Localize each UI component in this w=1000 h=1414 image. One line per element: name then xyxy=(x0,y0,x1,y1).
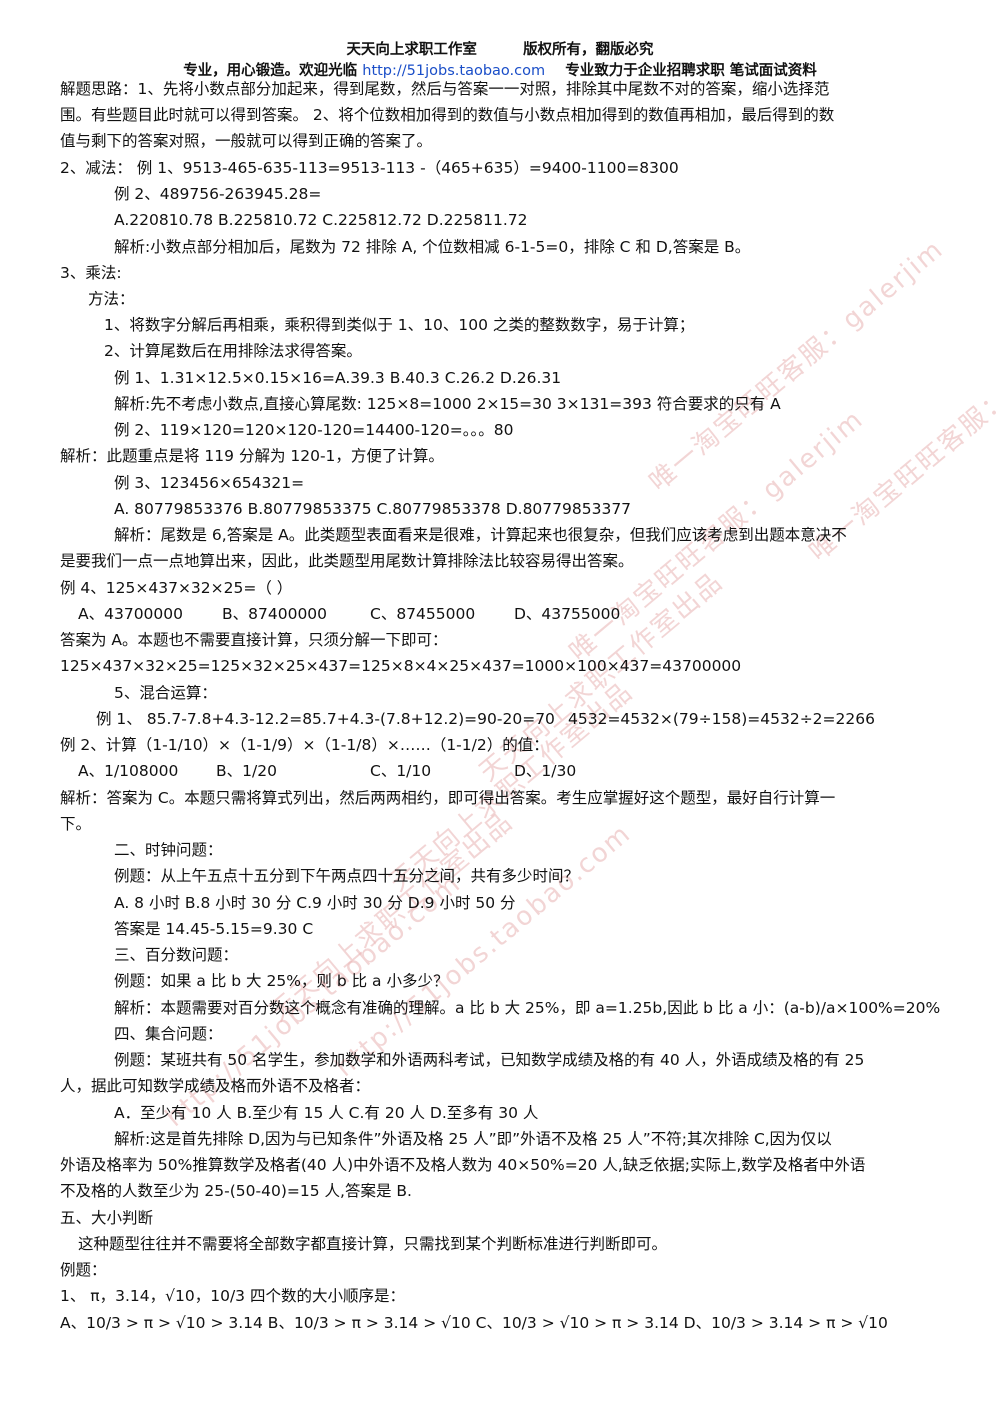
text-line: 例 2、119×120=120×120-120=14400-120=。。。80 xyxy=(114,421,514,439)
text-line: 例 4、125×437×32×25=（ ） xyxy=(60,579,293,597)
text-line: 1、 π，3.14，√10，10/3 四个数的大小顺序是： xyxy=(60,1287,405,1305)
header-copyright: 版权所有，翻版必究 xyxy=(523,42,654,58)
text-line: A. 8 小时 B.8 小时 30 分 C.9 小时 30 分 D.9 小时 5… xyxy=(114,894,516,912)
page-header-line-1: 天天向上求职工作室 版权所有，翻版必究 xyxy=(0,38,1000,59)
option-c: C、87455000 xyxy=(370,605,476,623)
section-heading: 三、百分数问题： xyxy=(114,946,239,964)
text-line: 例题：从上午五点十五分到下午两点四十五分之间，共有多少时间？ xyxy=(114,867,580,885)
text-line: 答案为 A。本题也不需要直接计算，只须分解一下即可： xyxy=(60,631,448,649)
text-line: 2、减法： 例 1、9513-465-635-113=9513-113 -（46… xyxy=(60,159,679,177)
option-a: A、1/108000 xyxy=(78,762,179,780)
text-line: 例 2、489756-263945.28= xyxy=(114,185,322,203)
text-line: A、10/3 > π > √10 > 3.14 B、10/3 > π > 3.1… xyxy=(60,1314,888,1332)
option-d: D、1/30 xyxy=(514,762,577,780)
option-d: D、43755000 xyxy=(514,605,621,623)
option-b: B、1/20 xyxy=(216,762,277,780)
text-line: 125×437×32×25=125×32×25×437=125×8×4×25×4… xyxy=(60,657,742,675)
text-line: A.220810.78 B.225810.72 C.225812.72 D.22… xyxy=(114,211,528,229)
text-line: 是要我们一点一点地算出来，因此，此类题型用尾数计算排除法比较容易得出答案。 xyxy=(60,552,634,570)
text-line: 外语及格率为 50%推算数学及格者(40 人)中外语不及格人数为 40×50%=… xyxy=(60,1156,866,1174)
option-b: B、87400000 xyxy=(222,605,328,623)
text-line: 解题思路：1、先将小数点部分加起来，得到尾数，然后与答案一一对照，排除其中尾数不… xyxy=(60,80,830,98)
text-line: 解析:这是首先排除 D,因为与已知条件”外语及格 25 人”即”外语不及格 25… xyxy=(114,1130,832,1148)
text-line: 例题： xyxy=(60,1261,107,1279)
text-line: 解析:小数点部分相加后，尾数为 72 排除 A, 个位数相减 6-1-5=0，排… xyxy=(114,238,751,256)
header-studio-name: 天天向上求职工作室 xyxy=(346,42,477,58)
header-tagline: 专业致力于企业招聘求职 笔试面试资料 xyxy=(565,63,817,79)
text-line: 下。 xyxy=(60,815,92,833)
text-line: 例 1、1.31×12.5×0.15×16=A.39.3 B.40.3 C.26… xyxy=(114,369,562,387)
option-a: A、43700000 xyxy=(78,605,183,623)
option-c: C、1/10 xyxy=(370,762,432,780)
text-line: 这种题型往往并不需要将全部数字都直接计算，只需找到某个判断标准进行判断即可。 xyxy=(78,1235,668,1253)
text-line: 例 1、 85.7-7.8+4.3-12.2=85.7+4.3-(7.8+12.… xyxy=(96,710,555,728)
text-line: 围。有些题目此时就可以得到答案。 2、将个位数相加得到的数值与小数点相加得到的数… xyxy=(60,106,835,124)
text-line: 4532=4532×(79÷158)=4532÷2=2266 xyxy=(568,710,875,728)
text-line: 值与剩下的答案对照，一般就可以得到正确的答案了。 xyxy=(60,132,433,150)
section-heading: 3、乘法: xyxy=(60,264,122,282)
text-line: 解析：尾数是 6,答案是 A。此类题型表面看来是很难，计算起来也很复杂，但我们应… xyxy=(114,526,847,544)
text-line: 解析：答案为 C。本题只需将算式列出，然后两两相约，即可得出答案。考生应掌握好这… xyxy=(60,789,836,807)
text-line: 方法： xyxy=(88,290,135,308)
watermark-text: http://51jobs.taobao.com xyxy=(330,818,638,1083)
section-heading: 5、混合运算： xyxy=(114,684,217,702)
section-heading: 二、时钟问题： xyxy=(114,841,223,859)
text-line: 例题：某班共有 50 名学生，参加数学和外语两科考试，已知数学成绩及格的有 40… xyxy=(114,1051,865,1069)
text-line: 答案是 14.45-5.15=9.30 C xyxy=(114,920,314,938)
text-line: 解析：此题重点是将 119 分解为 120-1，方便了计算。 xyxy=(60,447,444,465)
page-header-line-2: 专业，用心锻造。欢迎光临 http://51jobs.taobao.com 专业… xyxy=(0,59,1000,80)
text-line: 2、计算尾数后在用排除法求得答案。 xyxy=(104,342,362,360)
text-line: A．至少有 10 人 B.至少有 15 人 C.有 20 人 D.至多有 30 … xyxy=(114,1104,539,1122)
text-line: 例 2、计算（1-1/10）×（1-1/9）×（1-1/8）×……（1-1/2）… xyxy=(60,736,549,754)
section-heading: 四、集合问题： xyxy=(114,1025,223,1043)
text-line: 例 3、123456×654321= xyxy=(114,474,305,492)
text-line: 解析:先不考虑小数点,直接心算尾数: 125×8=1000 2×15=30 3×… xyxy=(114,395,781,413)
header-shop-link[interactable]: http://51jobs.taobao.com xyxy=(362,63,546,79)
section-heading: 五、大小判断 xyxy=(60,1209,154,1227)
text-line: A. 80779853376 B.80779853375 C.807798533… xyxy=(114,500,632,518)
text-line: 不及格的人数至少为 25-(50-40)=15 人,答案是 B. xyxy=(60,1182,412,1200)
text-line: 解析：本题需要对百分数这个概念有准确的理解。a 比 b 大 25%，即 a=1.… xyxy=(114,999,941,1017)
text-line: 1、将数字分解后再相乘，乘积得到类似于 1、10、100 之类的整数数字，易于计… xyxy=(104,316,695,334)
text-line: 例题：如果 a 比 b 大 25%，则 b 比 a 小多少？ xyxy=(114,972,449,990)
text-line: 人，据此可知数学成绩及格而外语不及格者： xyxy=(60,1077,371,1095)
watermark-text: 天天向上求职工作室出品 xyxy=(263,806,520,1028)
watermark-text: 唯一淘宝旺旺客服：galerjim xyxy=(643,234,950,498)
header-welcome: 专业，用心锻造。欢迎光临 xyxy=(183,63,358,79)
